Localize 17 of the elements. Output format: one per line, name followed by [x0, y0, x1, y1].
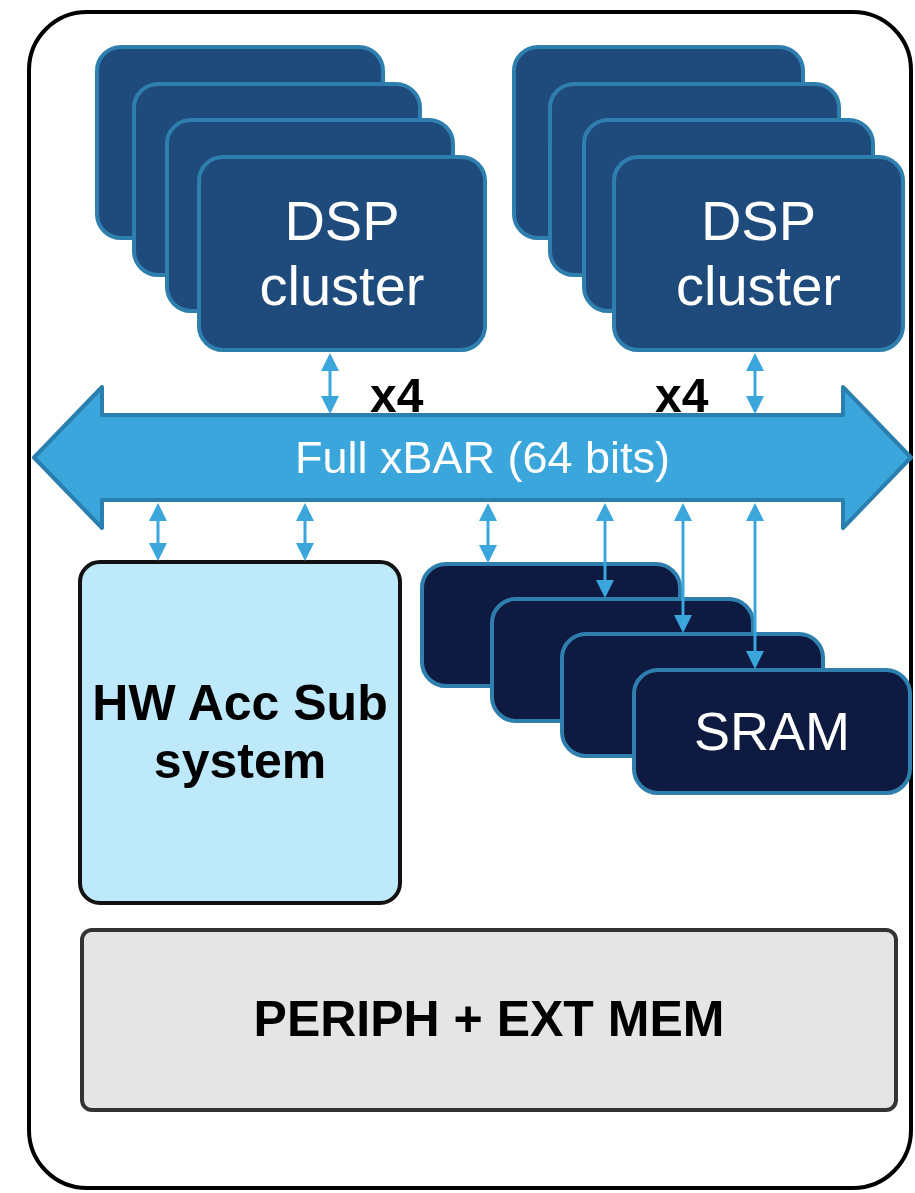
memory-label: SRAM	[694, 700, 850, 763]
multiplier-label: x4	[655, 372, 709, 420]
arrow	[321, 353, 339, 414]
arrow	[149, 503, 167, 561]
arrow	[746, 503, 764, 669]
chip-outline	[27, 10, 913, 1190]
arrow	[479, 503, 497, 563]
arrow	[596, 503, 614, 598]
subsystem-box: HW Acc Sub system	[78, 560, 402, 905]
arrow	[296, 503, 314, 561]
arrow	[674, 503, 692, 633]
multiplier-label: x4	[370, 372, 424, 420]
arrow	[746, 353, 764, 414]
cluster-label: DSP cluster	[258, 189, 426, 318]
peripheral-box: PERIPH + EXT MEM	[80, 928, 898, 1112]
cluster-label: DSP cluster	[675, 189, 842, 318]
bus-label: Full xBAR (64 bits)	[294, 431, 671, 484]
